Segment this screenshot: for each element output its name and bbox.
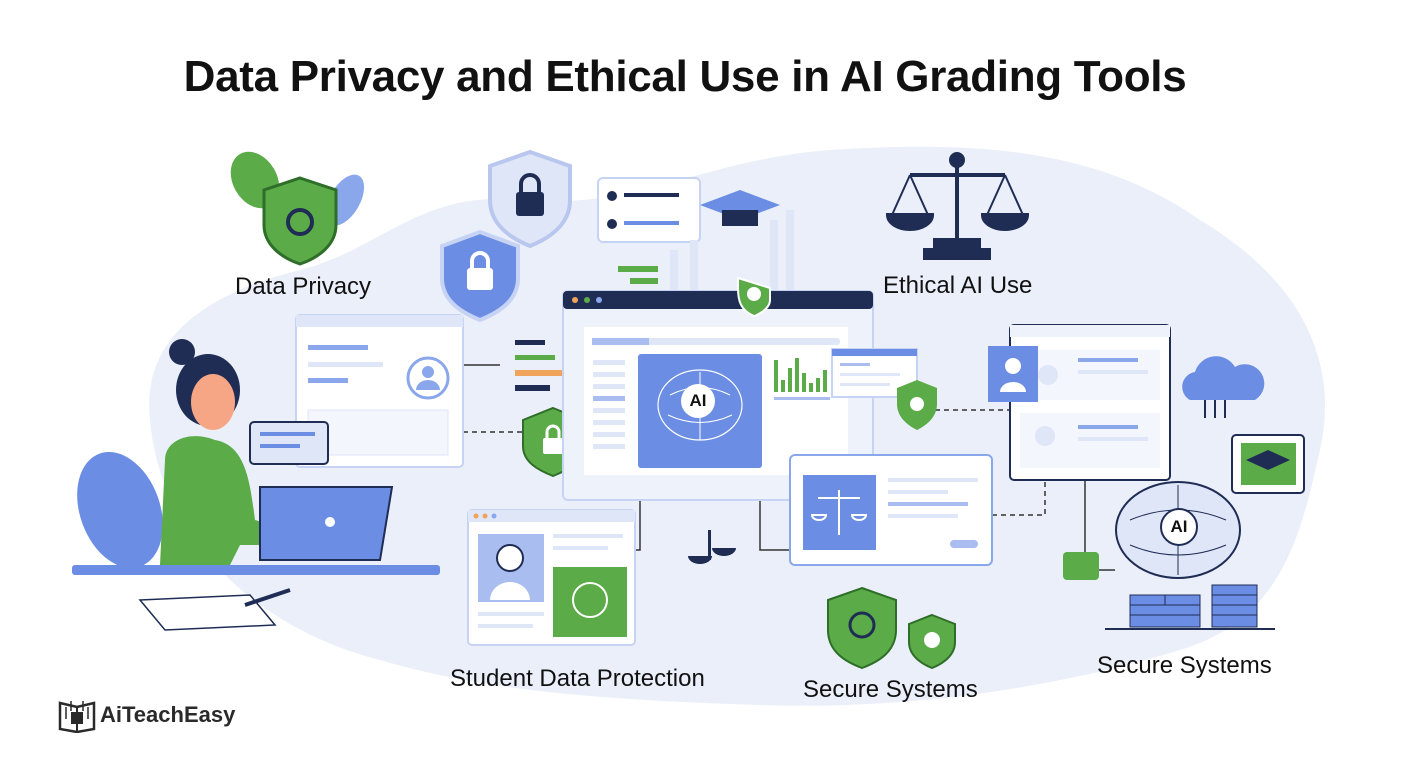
ethics-window xyxy=(789,454,993,566)
flower-shield-icon xyxy=(897,380,937,430)
label-secure-systems-center: Secure Systems xyxy=(803,676,978,703)
student-data-window xyxy=(467,509,636,646)
label-secure-systems-right: Secure Systems xyxy=(1097,652,1272,679)
progress-mark xyxy=(630,278,658,284)
data-bars xyxy=(515,340,575,391)
small-scales-icon xyxy=(688,530,736,564)
bar-chart-background xyxy=(670,210,794,290)
chat-bubble-icon xyxy=(249,421,329,465)
ai-brain-label: AI xyxy=(681,384,715,418)
data-privacy-shield-icon xyxy=(230,151,365,266)
profile-window xyxy=(295,314,464,468)
book-chip-icon xyxy=(58,701,96,733)
chart-badge-icon xyxy=(1063,552,1099,580)
page-title: Data Privacy and Ethical Use in AI Gradi… xyxy=(183,52,1187,101)
secure-shield-icon xyxy=(827,586,956,670)
graduation-cap-icon xyxy=(700,190,780,226)
progress-mark xyxy=(618,266,658,272)
user-profiles-window xyxy=(988,324,1171,481)
cloud-icon xyxy=(1182,356,1265,418)
student-id-card xyxy=(597,177,701,243)
graduation-cap-bubble-icon xyxy=(1231,434,1305,494)
label-data-privacy: Data Privacy xyxy=(235,273,372,300)
label-ethical-ai-use: Ethical AI Use xyxy=(883,272,1033,299)
scales-of-justice-icon xyxy=(885,152,1030,260)
person-at-laptop xyxy=(72,339,440,631)
lock-shield-icon xyxy=(440,229,520,323)
lock-shield-icon xyxy=(488,149,572,249)
firewall-bricks-icon xyxy=(1105,584,1275,630)
logo-text: AiTeachEasy xyxy=(100,702,236,727)
label-student-data-protection: Student Data Protection xyxy=(450,665,705,692)
ai-brain-label-right: AI xyxy=(1160,508,1198,546)
main-dashboard-window xyxy=(562,276,874,501)
logo: AiTeachEasy xyxy=(58,697,235,733)
